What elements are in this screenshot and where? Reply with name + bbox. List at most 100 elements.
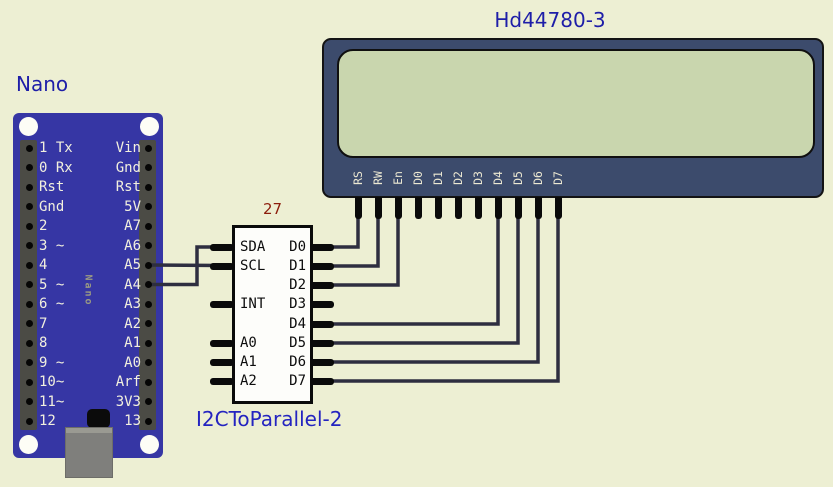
lcd-pin-stub-d1[interactable] <box>434 197 442 219</box>
i2c-pin-stub-a0[interactable] <box>210 339 234 347</box>
lcd-pin-label-text: D7 <box>550 171 565 185</box>
lcd-title[interactable]: Hd44780-3 <box>494 8 606 32</box>
nano-pin-label-left: 8 <box>39 335 48 351</box>
i2c-pin-label-scl: SCL <box>240 258 266 274</box>
i2c-pin-stub-d4[interactable] <box>310 320 334 328</box>
nano-pin-hole-left[interactable] <box>25 417 33 425</box>
nano-pin-hole-left[interactable] <box>25 339 33 347</box>
i2c-pin-stub-int[interactable] <box>210 300 234 308</box>
i2c-pin-stub-d2[interactable] <box>310 281 334 289</box>
nano-pin-hole-right[interactable] <box>144 417 152 425</box>
i2c-pin-stub-d1[interactable] <box>310 262 334 270</box>
i2c-pin-stub-a1[interactable] <box>210 358 234 366</box>
mounting-hole <box>139 116 159 136</box>
nano-black-component <box>87 409 110 428</box>
nano-pin-hole-right[interactable] <box>144 300 152 308</box>
i2c-pin-label-a2: A2 <box>240 373 257 389</box>
nano-pin-hole-right[interactable] <box>144 339 152 347</box>
i2c-chip-body[interactable] <box>232 225 313 404</box>
lcd-pin-label-d7: D7 <box>549 160 567 196</box>
i2c-pin-stub-scl[interactable] <box>210 262 234 270</box>
nano-pin-hole-right[interactable] <box>144 359 152 366</box>
i2c-pin-label-int: INT <box>240 296 266 312</box>
nano-pin-hole-right[interactable] <box>144 320 152 327</box>
wire-i2c-d5-to-hd44780-3-d5[interactable] <box>326 203 520 345</box>
lcd-pin-stub-d0[interactable] <box>414 197 422 219</box>
lcd-pin-stub-rw[interactable] <box>374 197 382 219</box>
nano-pin-label-left: 10~ <box>39 374 65 390</box>
wire-i2c-d1-to-hd44780-3-rw[interactable] <box>326 203 380 268</box>
lcd-pin-stub-d2[interactable] <box>454 197 462 219</box>
nano-pin-hole-right[interactable] <box>144 222 152 230</box>
lcd-pin-stub-en[interactable] <box>394 197 402 219</box>
lcd-pin-stub-d7[interactable] <box>554 197 562 219</box>
i2c-pin-stub-d3[interactable] <box>310 300 334 308</box>
nano-pin-hole-left[interactable] <box>25 378 33 386</box>
i2c-chip-title[interactable]: I2CToParallel-2 <box>196 407 343 431</box>
nano-pin-hole-right[interactable] <box>144 164 152 171</box>
lcd-pin-label-text: D0 <box>410 171 425 185</box>
lcd-pin-label-d5: D5 <box>509 160 527 196</box>
lcd-pin-stub-d4[interactable] <box>494 197 502 219</box>
nano-pin-hole-right[interactable] <box>144 378 152 386</box>
i2c-pin-stub-d7[interactable] <box>310 377 334 385</box>
nano-pin-hole-right[interactable] <box>144 261 152 269</box>
wire-nano-a5-to-i2ctoparallel-2-scl[interactable] <box>149 263 221 268</box>
nano-pin-label-right: A5 <box>124 257 141 273</box>
nano-pin-hole-left[interactable] <box>25 222 33 230</box>
nano-pin-hole-right[interactable] <box>144 203 152 210</box>
nano-pin-hole-left[interactable] <box>25 281 33 288</box>
nano-pin-hole-right[interactable] <box>144 144 152 152</box>
wire-i2c-d7-to-hd44780-3-d7[interactable] <box>326 203 560 383</box>
nano-pin-hole-left[interactable] <box>25 359 33 366</box>
nano-pin-hole-right[interactable] <box>144 183 152 191</box>
lcd-pin-label-d2: D2 <box>449 160 467 196</box>
wire-i2c-d6-to-hd44780-3-d6[interactable] <box>326 203 540 364</box>
nano-title[interactable]: Nano <box>16 72 69 96</box>
i2c-pin-stub-sda[interactable] <box>210 243 234 251</box>
nano-pin-label-left: 11~ <box>39 393 65 410</box>
lcd-pin-stub-d5[interactable] <box>514 197 522 219</box>
mounting-hole <box>18 116 38 136</box>
nano-pin-label-left: 7 <box>39 315 48 332</box>
lcd-pin-stub-rs[interactable] <box>354 197 362 219</box>
nano-pin-hole-right[interactable] <box>144 281 152 288</box>
nano-pin-hole-right[interactable] <box>144 398 152 405</box>
i2c-pin-label-d2: D2 <box>289 277 306 293</box>
nano-pin-hole-left[interactable] <box>25 164 33 171</box>
wire-i2c-d2-to-hd44780-3-en[interactable] <box>326 203 400 287</box>
i2c-pin-stub-d6[interactable] <box>310 358 334 366</box>
lcd-body[interactable] <box>322 38 824 198</box>
i2c-address-label[interactable]: 27 <box>262 200 283 218</box>
nano-pin-hole-left[interactable] <box>25 203 33 210</box>
nano-pin-hole-left[interactable] <box>25 300 33 308</box>
nano-pin-label-left: 5 ~ <box>39 276 65 293</box>
nano-pin-hole-right[interactable] <box>144 242 152 249</box>
mounting-hole <box>18 434 38 454</box>
nano-pin-hole-left[interactable] <box>25 320 33 327</box>
nano-pin-label-right: 13 <box>124 413 141 429</box>
lcd-screen <box>337 49 815 158</box>
nano-pin-label-right: A7 <box>124 218 141 234</box>
wire-i2c-d4-to-hd44780-3-d4[interactable] <box>326 203 500 326</box>
nano-pin-label-right: A4 <box>124 276 141 293</box>
nano-pin-hole-left[interactable] <box>25 183 33 191</box>
nano-pin-label-left: Rst <box>39 179 65 195</box>
nano-pin-label-left: Gnd <box>39 198 65 215</box>
nano-pin-hole-left[interactable] <box>25 398 33 405</box>
nano-pin-label-left: 1 Tx <box>39 140 73 156</box>
i2c-pin-stub-d5[interactable] <box>310 339 334 347</box>
nano-pin-hole-left[interactable] <box>25 144 33 152</box>
lcd-pin-stub-d6[interactable] <box>534 197 542 219</box>
i2c-pin-stub-a2[interactable] <box>210 377 234 385</box>
nano-pin-hole-left[interactable] <box>25 261 33 269</box>
i2c-pin-stub-d0[interactable] <box>310 243 334 251</box>
nano-pin-label-left: 3 ~ <box>39 237 65 254</box>
lcd-pin-label-text: RW <box>370 171 385 185</box>
lcd-pin-stub-d3[interactable] <box>474 197 482 219</box>
nano-pin-hole-left[interactable] <box>25 242 33 249</box>
i2c-pin-label-d4: D4 <box>289 316 306 332</box>
nano-pin-label-left: 2 <box>39 218 48 234</box>
lcd-pin-label-text: D1 <box>430 171 445 185</box>
nano-pin-label-right: 5V <box>124 198 141 215</box>
